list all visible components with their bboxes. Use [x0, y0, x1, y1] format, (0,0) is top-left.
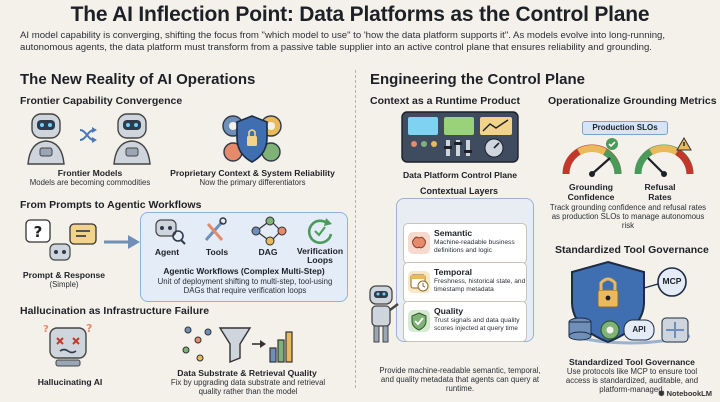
agent-icon: [155, 219, 186, 245]
runtime-heading: Context as a Runtime Product: [370, 95, 520, 107]
brand-icon: ✺: [658, 389, 667, 398]
tool-governance-label: Standardized Tool Governance: [569, 357, 695, 367]
workflow-item-tools: Tools: [205, 247, 229, 257]
api-label: API: [632, 325, 646, 334]
chat-bubbles-icon: ?: [25, 219, 97, 261]
brand-label: NotebookLM: [666, 389, 712, 398]
control-console-icon: [401, 111, 519, 163]
proprietary-context-text: Now the primary differentiators: [199, 178, 306, 187]
gears-shield-icon: [222, 115, 282, 163]
data-substrate-text: Fix by upgrading data substrate and retr…: [170, 378, 326, 396]
agentic-workflow-text: Unit of deployment shifting to multi-ste…: [157, 277, 333, 295]
right-heading: Engineering the Control Plane: [370, 71, 586, 88]
circuit-icon: [661, 317, 689, 343]
workflow-item-verification: Verification Loops: [296, 246, 344, 265]
brain-icon: [408, 232, 430, 254]
layer-temporal-desc: Freshness, historical state, and timesta…: [434, 278, 526, 293]
hallucinating-ai-label: Hallucinating AI: [37, 377, 103, 387]
layer-quality-desc: Trust signals and data quality scores in…: [434, 317, 520, 332]
refusal-gauge-icon: [634, 137, 694, 177]
section-divider: [355, 70, 356, 388]
arrow-right-icon: [104, 235, 140, 249]
prompt-response-text: (Simple): [49, 280, 79, 289]
gauges-icon: [562, 137, 694, 177]
page-title: The AI Inflection Point: Data Platforms …: [70, 3, 650, 26]
control-plane-label: Data Platform Control Plane: [402, 170, 518, 180]
tools-icon: [204, 217, 227, 241]
layer-semantic: Semantic Machine-readable business defin…: [403, 223, 527, 264]
workflow-item-agent: Agent: [154, 247, 180, 257]
hallucination-heading: Hallucination as Infrastructure Failure: [20, 305, 210, 317]
layer-temporal: Temporal Freshness, historical state, an…: [403, 262, 527, 303]
data-substrate-label: Data Substrate & Retrieval Quality: [177, 368, 317, 378]
tool-governance-icon: [568, 260, 691, 345]
database-icon: [568, 317, 592, 341]
gear-icon: [600, 320, 620, 340]
verification-loop-icon: [307, 218, 333, 245]
layer-quality: Quality Trust signals and data quality s…: [403, 301, 527, 342]
convergence-heading: Frontier Capability Convergence: [20, 95, 183, 107]
workflow-icons: [155, 216, 333, 246]
runtime-footer-text: Provide machine-readable semantic, tempo…: [379, 366, 541, 393]
mcp-label: MCP: [662, 276, 682, 286]
notebooklm-brand: ✺ NotebookLM: [658, 389, 712, 398]
agentic-heading: From Prompts to Agentic Workflows: [20, 199, 202, 211]
dag-icon: [251, 216, 287, 246]
svg-text:?: ?: [43, 324, 49, 335]
frontier-models-label: Frontier Models: [57, 168, 123, 178]
layer-semantic-desc: Machine-readable business definitions an…: [434, 239, 515, 254]
layers-heading: Contextual Layers: [420, 186, 499, 196]
prompt-response-label: Prompt & Response: [22, 270, 106, 280]
layer-quality-title: Quality: [434, 306, 464, 316]
workflow-item-dag: DAG: [258, 247, 278, 257]
svg-text:?: ?: [34, 223, 43, 241]
calendar-clock-icon: [408, 271, 430, 293]
agent-robot-icon: [369, 285, 399, 343]
production-slos-badge: Production SLOs: [582, 121, 668, 135]
refusal-rates-label: Refusal Rates: [644, 182, 676, 202]
grounding-text: Track grounding confidence and refusal r…: [549, 203, 707, 230]
grounding-heading: Operationalize Grounding Metrics: [548, 95, 717, 107]
tool-governance-text: Use protocols like MCP to ensure tool ac…: [565, 367, 699, 394]
grounding-confidence-label: Grounding Confidence: [567, 182, 615, 202]
robot-pair-icon: [27, 113, 151, 165]
layer-semantic-title: Semantic: [434, 228, 473, 238]
frontier-models-text: Models are becoming commodities: [29, 178, 151, 187]
layer-temporal-title: Temporal: [434, 267, 473, 277]
left-heading: The New Reality of AI Operations: [20, 71, 256, 88]
agentic-workflow-label: Agentic Workflows (Complex Multi-Step): [163, 266, 325, 276]
data-funnel-icon: [182, 326, 293, 364]
proprietary-context-label: Proprietary Context & System Reliability: [170, 168, 335, 178]
grounding-gauge-icon: [562, 138, 622, 177]
tool-governance-heading: Standardized Tool Governance: [555, 244, 709, 256]
svg-text:?: ?: [86, 322, 92, 335]
quality-shield-icon: [408, 310, 430, 332]
hallucinating-robot-icon: ? ?: [43, 322, 92, 367]
page-subtitle: AI model capability is converging, shift…: [20, 30, 666, 53]
